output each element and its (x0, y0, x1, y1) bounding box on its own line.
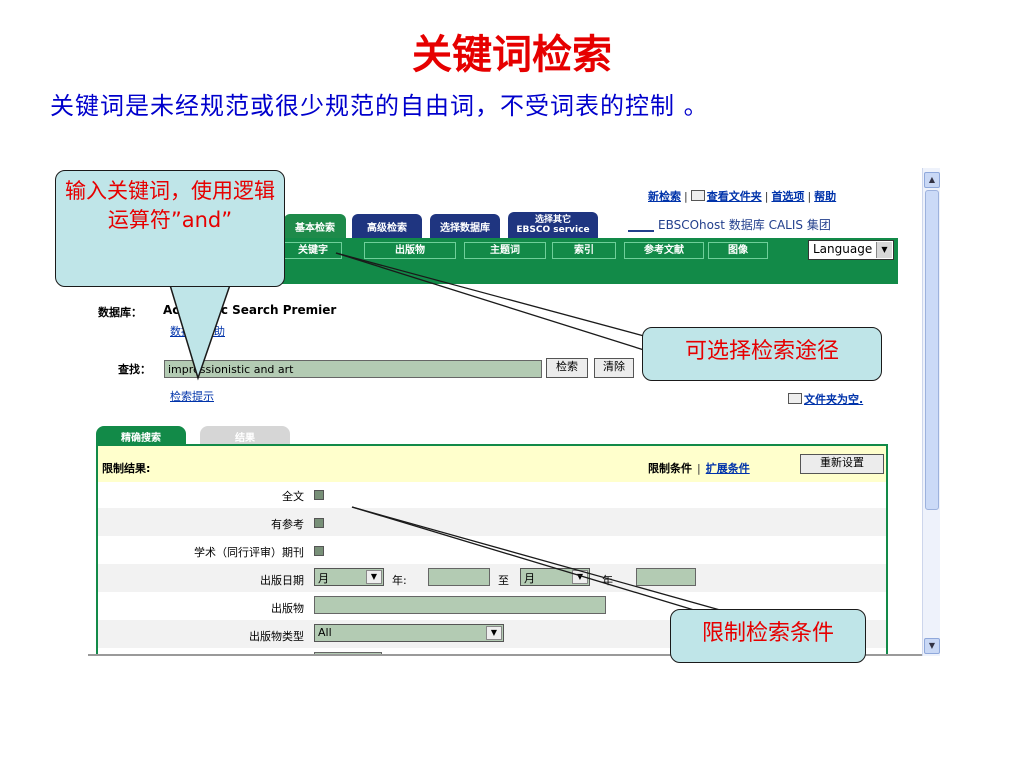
scroll-thumb[interactable] (925, 190, 939, 510)
search-button[interactable]: 检索 (546, 358, 588, 378)
folder-icon (788, 393, 802, 404)
folder-icon (690, 190, 705, 201)
subtab-subject[interactable]: 主题词 (464, 242, 546, 259)
scroll-up-icon[interactable]: ▲ (924, 172, 940, 188)
pub-type-select[interactable]: All ▼ (314, 624, 504, 642)
tab-choose-database[interactable]: 选择数据库 (430, 214, 500, 240)
slide-title: 关键词检索 (412, 31, 612, 78)
references-checkbox[interactable] (314, 518, 324, 528)
year-from-input[interactable] (428, 568, 490, 586)
row-shade-1 (98, 508, 886, 536)
scroll-down-icon[interactable]: ▼ (924, 638, 940, 654)
slide-subtitle: 关键词是未经规范或很少规范的自由词，不受词表的控制 。 (50, 92, 709, 120)
callout-search-paths: 可选择检索途径 (642, 327, 882, 381)
callout-limit-conditions: 限制检索条件 (670, 609, 866, 663)
tab-other-services[interactable]: 选择其它 EBSCO service (508, 212, 598, 240)
database-label: 数据库： (98, 306, 142, 319)
subtab-index[interactable]: 索引 (552, 242, 616, 259)
screenshot-bottom-edge (88, 654, 922, 656)
folder-status: 文件夹为空. (788, 388, 863, 407)
tab-results[interactable]: 结果 (200, 426, 290, 446)
references-label: 有参考 (271, 518, 304, 531)
fulltext-label: 全文 (282, 490, 304, 503)
right-bottom-callout-pointer (351, 506, 721, 611)
scholarly-label: 学术（同行评审）期刊 (194, 546, 304, 559)
pub-type-label: 出版物类型 (249, 630, 304, 643)
publication-label: 出版物 (271, 602, 304, 615)
search-tips-link[interactable]: 检索提示 (170, 390, 214, 403)
subtab-publications[interactable]: 出版物 (364, 242, 456, 259)
new-search-link[interactable]: 新检索 (648, 190, 681, 203)
vertical-scrollbar[interactable]: ▲ ▼ (922, 168, 940, 656)
preferences-link[interactable]: 首选项 (771, 190, 805, 203)
dropdown-arrow-icon: ▼ (486, 626, 502, 640)
left-callout-pointer (168, 283, 232, 381)
folder-empty-link[interactable]: 文件夹为空. (804, 393, 864, 406)
tab-refine-search[interactable]: 精确搜索 (96, 426, 186, 446)
brand-text: EBSCOhost 数据库 CALIS 集团 (658, 218, 831, 232)
month-from-value: 月 (318, 572, 329, 585)
year-from-label: 年: (392, 574, 407, 587)
clear-button[interactable]: 清除 (594, 358, 634, 378)
other-services-line2: EBSCO service (516, 225, 590, 235)
limit-expander-toggle: 限制条件|扩展条件 (648, 462, 750, 475)
ebsco-brand: EBSCOhost 数据库 CALIS 集团 (628, 216, 831, 233)
subtab-images[interactable]: 图像 (708, 242, 768, 259)
limiters-label: 限制条件 (648, 462, 692, 475)
month-to-value: 月 (524, 572, 535, 585)
help-link[interactable]: 帮助 (814, 190, 837, 203)
dropdown-arrow-icon: ▼ (572, 570, 588, 584)
tab-basic-search[interactable]: 基本检索 (284, 214, 346, 240)
year-to-input[interactable] (636, 568, 696, 586)
search-nav-bar (278, 238, 898, 284)
limit-results-heading: 限制结果: (102, 462, 151, 475)
year-to-label: 年 (602, 574, 613, 587)
publication-input[interactable] (314, 596, 606, 614)
scholarly-checkbox[interactable] (314, 546, 324, 556)
language-select[interactable]: Language ▼ (808, 240, 894, 260)
limit-header-row (98, 446, 886, 482)
right-top-callout-pointer (335, 252, 645, 351)
dropdown-arrow-icon: ▼ (876, 242, 892, 258)
dropdown-arrow-icon: ▼ (366, 570, 382, 584)
ebsco-logo-icon (628, 216, 654, 232)
to-label: 至 (498, 574, 509, 587)
fulltext-checkbox[interactable] (314, 490, 324, 500)
tab-advanced-search[interactable]: 高级检索 (352, 214, 422, 240)
expanders-link[interactable]: 扩展条件 (705, 462, 750, 475)
view-folder-link[interactable]: 查看文件夹 (706, 190, 762, 203)
pub-date-label: 出版日期 (260, 574, 304, 587)
row-shade-2 (98, 564, 886, 592)
find-label: 查找： (118, 363, 151, 376)
reset-button[interactable]: 重新设置 (800, 454, 884, 474)
month-from-select[interactable]: 月 ▼ (314, 568, 384, 586)
subtab-references[interactable]: 参考文献 (624, 242, 704, 259)
pub-type-value: All (318, 626, 332, 639)
top-links: 新检索|查看文件夹|首选项|帮助 (648, 190, 837, 203)
language-value: Language (813, 242, 873, 256)
callout-keyword-logic: 输入关键词，使用逻辑运算符”and” (55, 170, 285, 287)
other-services-line1: 选择其它 (534, 215, 571, 225)
